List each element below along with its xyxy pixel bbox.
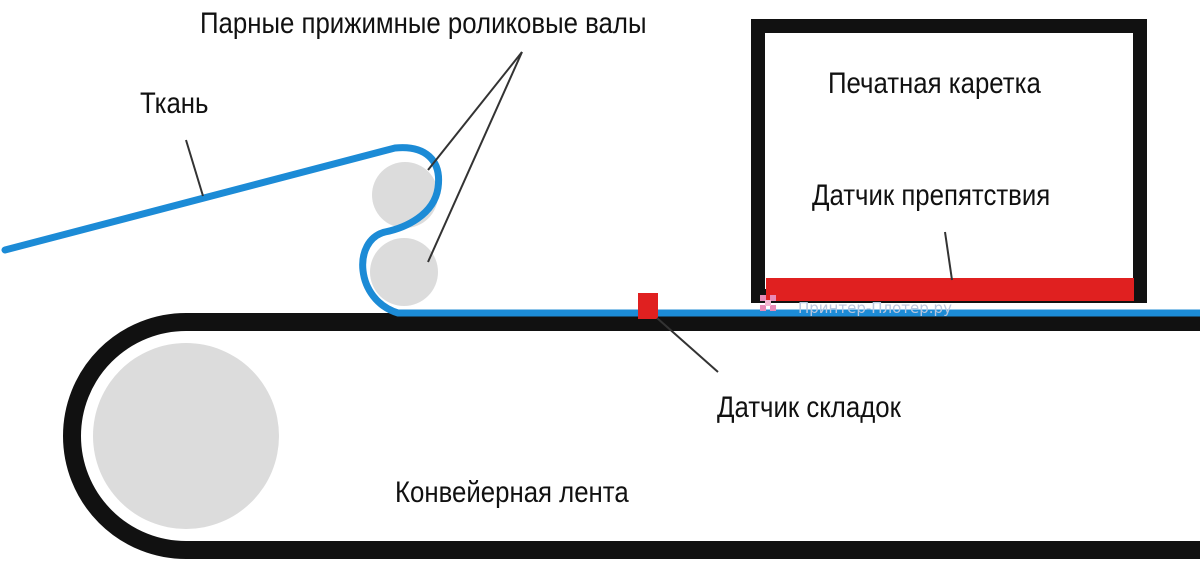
carriage-label: Печатная каретка bbox=[828, 66, 1041, 99]
lower-pinch-roller bbox=[370, 238, 438, 306]
fabric-pointer-line bbox=[185, 139, 204, 197]
watermark: Принтер-Плотер.ру bbox=[760, 295, 952, 317]
obstacle-sensor-bar bbox=[766, 278, 1134, 301]
obstacle-sensor-pointer-line bbox=[944, 231, 953, 281]
fabric-path bbox=[1, 144, 1200, 317]
roller-pointer-line-upper bbox=[427, 51, 523, 171]
conveyor-drum bbox=[93, 343, 279, 529]
obstacle-sensor-label: Датчик препятствия bbox=[812, 178, 1050, 211]
conveyor-belt bbox=[63, 313, 1200, 559]
rollers-label: Парные прижимные роликовые валы bbox=[200, 6, 646, 39]
conveyor-label: Конвейерная лента bbox=[395, 475, 629, 508]
wrinkle-sensor-pointer-line bbox=[656, 317, 719, 373]
upper-pinch-roller bbox=[372, 162, 438, 228]
fabric-label: Ткань bbox=[140, 86, 208, 119]
roller-pointer-line-lower bbox=[427, 51, 523, 263]
wrinkle-sensor-block bbox=[638, 293, 658, 319]
print-carriage bbox=[751, 19, 1147, 303]
wrinkle-sensor-label: Датчик складок bbox=[717, 390, 902, 423]
watermark-logo-icon bbox=[760, 295, 776, 311]
watermark-text: Принтер-Плотер.ру bbox=[798, 299, 952, 317]
